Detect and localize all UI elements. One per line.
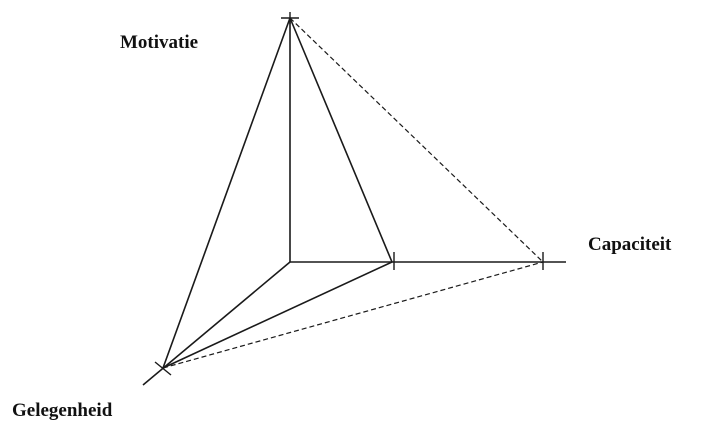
edge-motivation-opportunity bbox=[162, 17, 291, 369]
opportunity-axis bbox=[142, 261, 291, 386]
edge-motivation-capacity-outer bbox=[289, 17, 544, 263]
edge-opportunity-capacity-outer bbox=[162, 261, 544, 369]
motivation-label: Motivatie bbox=[120, 32, 198, 53]
opportunity-tick bbox=[154, 361, 172, 376]
edge-opportunity-capacity-inner bbox=[162, 261, 393, 369]
edge-motivation-capacity-inner bbox=[289, 17, 393, 263]
opportunity-label: Gelegenheid bbox=[12, 400, 113, 421]
capacity-label: Capaciteit bbox=[588, 234, 672, 255]
